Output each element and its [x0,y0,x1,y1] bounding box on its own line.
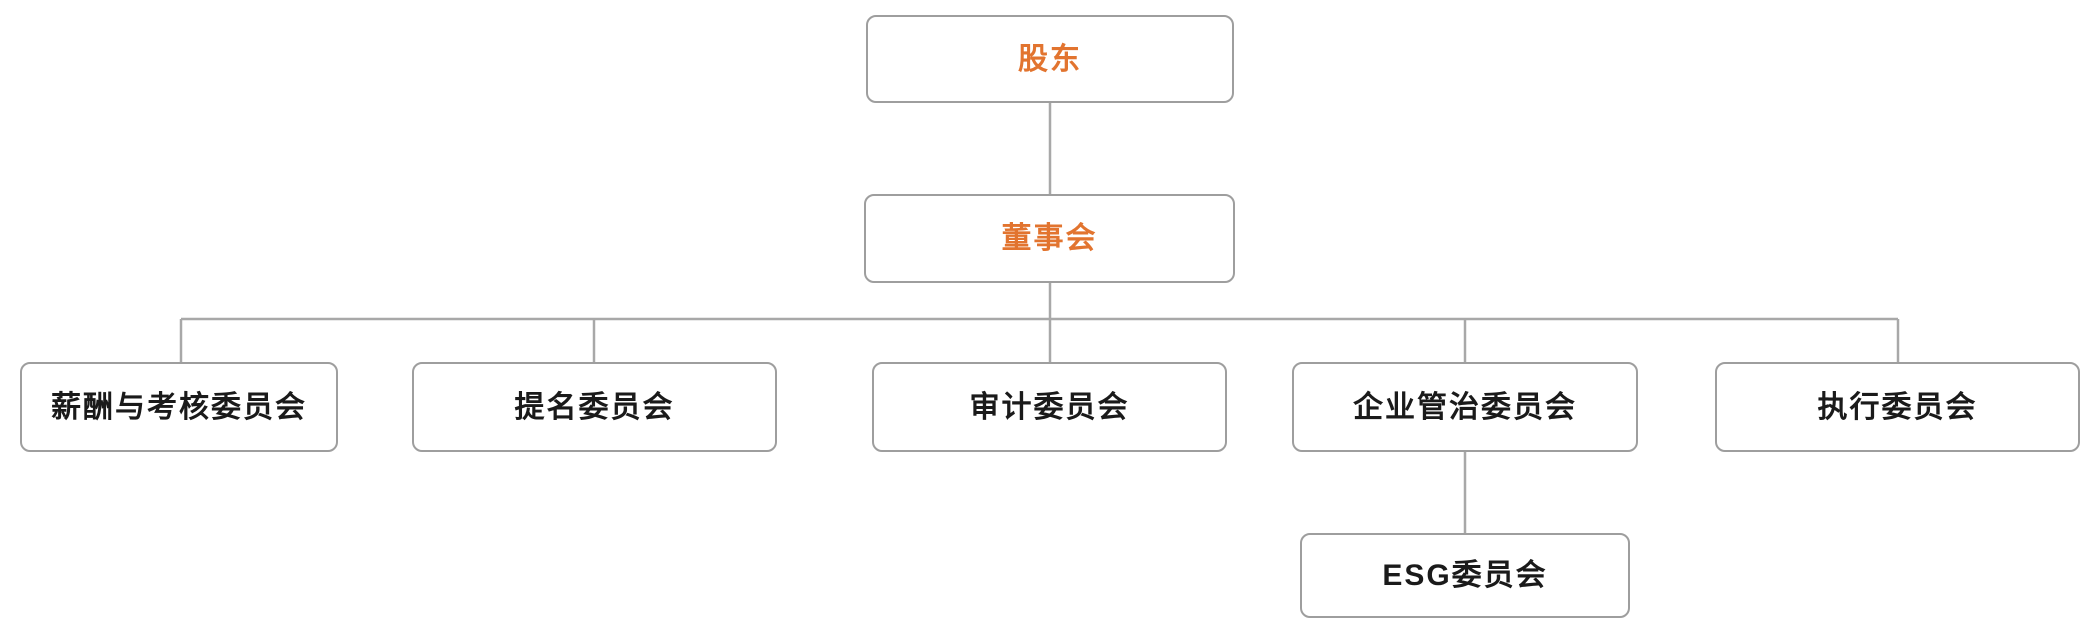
node-esg-committee: ESG委员会 [1300,533,1630,618]
node-shareholders-label: 股东 [1018,42,1082,76]
node-corporate-governance-committee-label: 企业管治委员会 [1353,390,1577,424]
node-board-label: 董事会 [1001,222,1098,255]
node-nomination-committee-label: 提名委员会 [514,390,675,424]
node-audit-committee: 审计委员会 [872,362,1227,452]
node-executive-committee-label: 执行委员会 [1817,390,1978,424]
node-corporate-governance-committee: 企业管治委员会 [1292,362,1638,452]
node-audit-committee-label: 审计委员会 [969,390,1130,424]
node-shareholders: 股东 [866,15,1234,103]
node-esg-committee-label: ESG委员会 [1382,559,1548,592]
node-remuneration-committee: 薪酬与考核委员会 [20,362,338,452]
node-nomination-committee: 提名委员会 [412,362,777,452]
node-remuneration-committee-label: 薪酬与考核委员会 [51,390,307,424]
node-executive-committee: 执行委员会 [1715,362,2080,452]
node-board: 董事会 [864,194,1235,283]
